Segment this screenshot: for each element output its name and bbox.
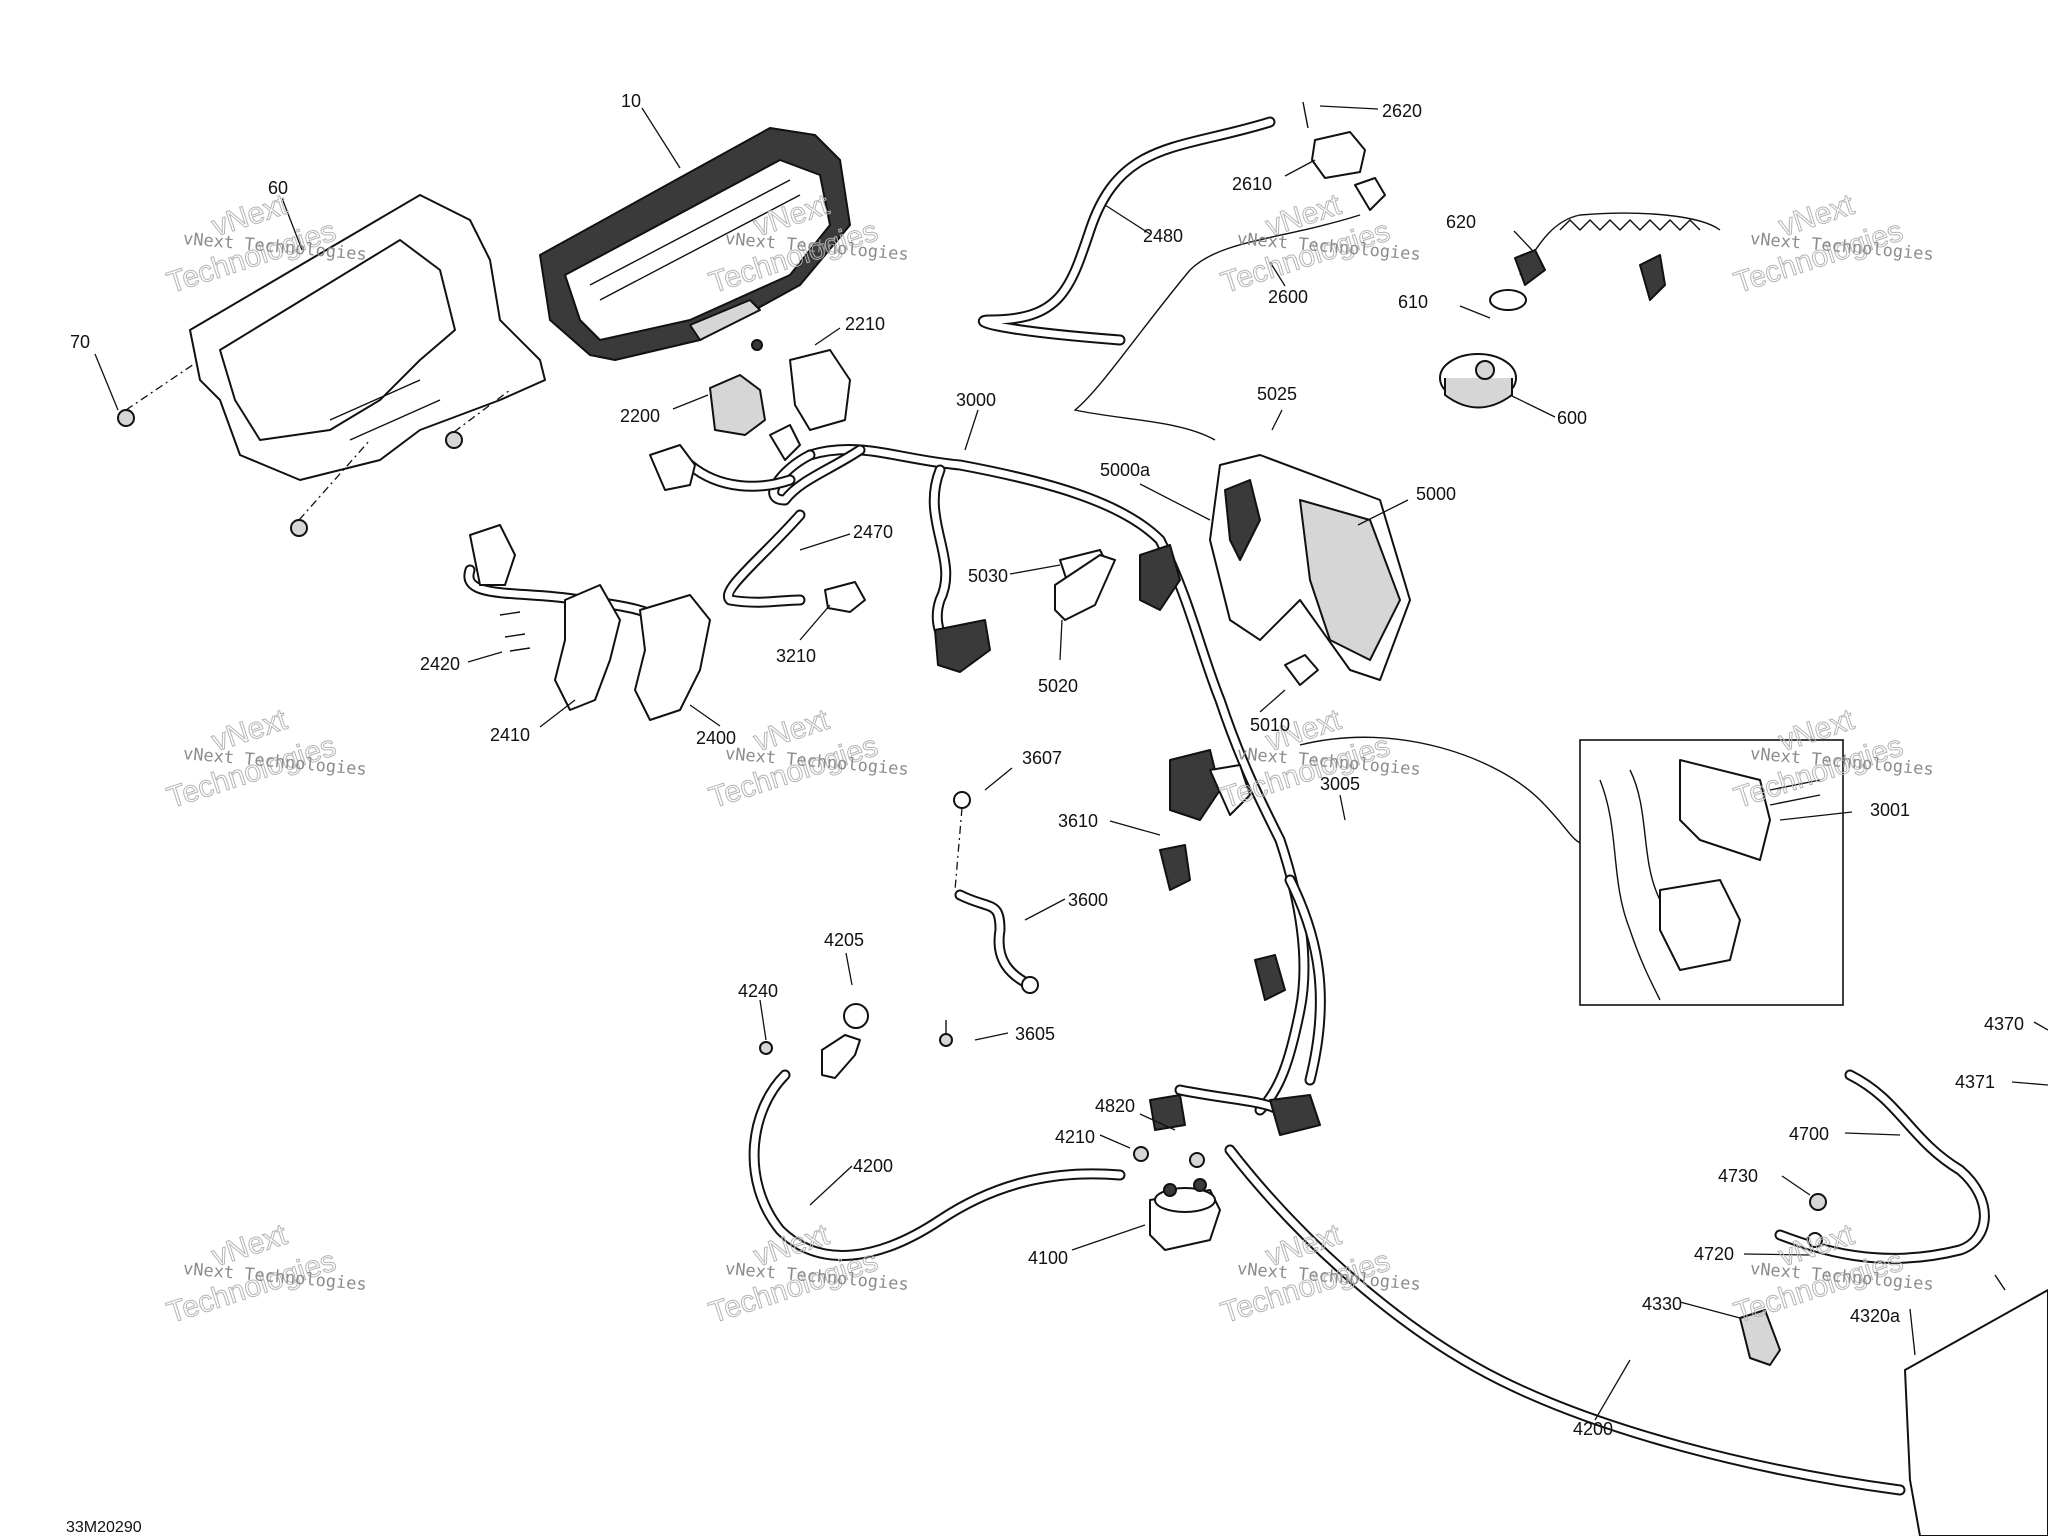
instrument-cluster [539,127,851,361]
callout-3000: 3000 [956,390,996,410]
callout-4200-b: 4200 [1573,1419,1613,1439]
callout-70: 70 [70,332,90,352]
callout-620: 620 [1446,212,1476,232]
callout-4370: 4370 [1984,1014,2024,1034]
callout-3005: 3005 [1320,774,1360,794]
callout-3210: 3210 [776,646,816,666]
callout-5030: 5030 [968,566,1008,586]
callout-5000: 5000 [1416,484,1456,504]
callout-4730: 4730 [1718,1166,1758,1186]
callout-4700: 4700 [1789,1124,1829,1144]
callout-labels: 10 60 70 2620 2610 2480 2600 620 610 600… [70,91,2024,1439]
solenoid-4100 [1133,1146,1221,1251]
sensor-2610 [1302,101,1386,211]
clip-5010 [1284,654,1319,686]
leader-lines [94,105,2048,1421]
callout-4100: 4100 [1028,1248,1068,1268]
battery-area [1739,1193,2048,1536]
callout-2410: 2410 [490,725,530,745]
callout-4820: 4820 [1095,1096,1135,1116]
callout-4200-a: 4200 [853,1156,893,1176]
callout-4205: 4205 [824,930,864,950]
callout-3610: 3610 [1058,811,1098,831]
callout-2480: 2480 [1143,226,1183,246]
callout-610: 610 [1398,292,1428,312]
tether-620 [1514,212,1721,301]
callout-3607: 3607 [1022,748,1062,768]
callout-600: 600 [1557,408,1587,428]
strap-3600-parts [939,791,1039,1047]
instrument-cluster-bracket [189,194,546,481]
connector-3210 [824,581,866,613]
callout-3600: 3600 [1068,890,1108,910]
keyswitch-600 [1439,289,1527,409]
connector-2200 [649,339,851,491]
fitting-4205 [759,1003,869,1079]
callout-4371: 4371 [1955,1072,1995,1092]
drawing-reference: 33M20290 [66,1519,142,1536]
callout-2470: 2470 [853,522,893,542]
callout-4330: 4330 [1642,1294,1682,1314]
screws-70 [117,359,511,537]
detail-box-3001 [1579,739,1844,1006]
callout-5020: 5020 [1038,676,1078,696]
callout-2400: 2400 [696,728,736,748]
callout-2620: 2620 [1382,101,1422,121]
callout-2420: 2420 [420,654,460,674]
bracket-5020 [1054,554,1116,621]
callout-2610: 2610 [1232,174,1272,194]
callout-2210: 2210 [845,314,885,334]
callout-4720: 4720 [1694,1244,1734,1264]
callout-4240: 4240 [738,981,778,1001]
callout-2200: 2200 [620,406,660,426]
harness-connectors-center [934,544,1321,1136]
switch-2400 [469,524,711,721]
callout-5025: 5025 [1257,384,1297,404]
callout-4210: 4210 [1055,1127,1095,1147]
ecm-5000 [1209,454,1411,681]
callout-3605: 3605 [1015,1024,1055,1044]
callout-2600: 2600 [1268,287,1308,307]
callout-60: 60 [268,178,288,198]
callout-4320a: 4320a [1850,1306,1901,1326]
callout-5000a: 5000a [1100,460,1151,480]
callout-10: 10 [621,91,641,111]
callout-5010: 5010 [1250,715,1290,735]
callout-3001: 3001 [1870,800,1910,820]
